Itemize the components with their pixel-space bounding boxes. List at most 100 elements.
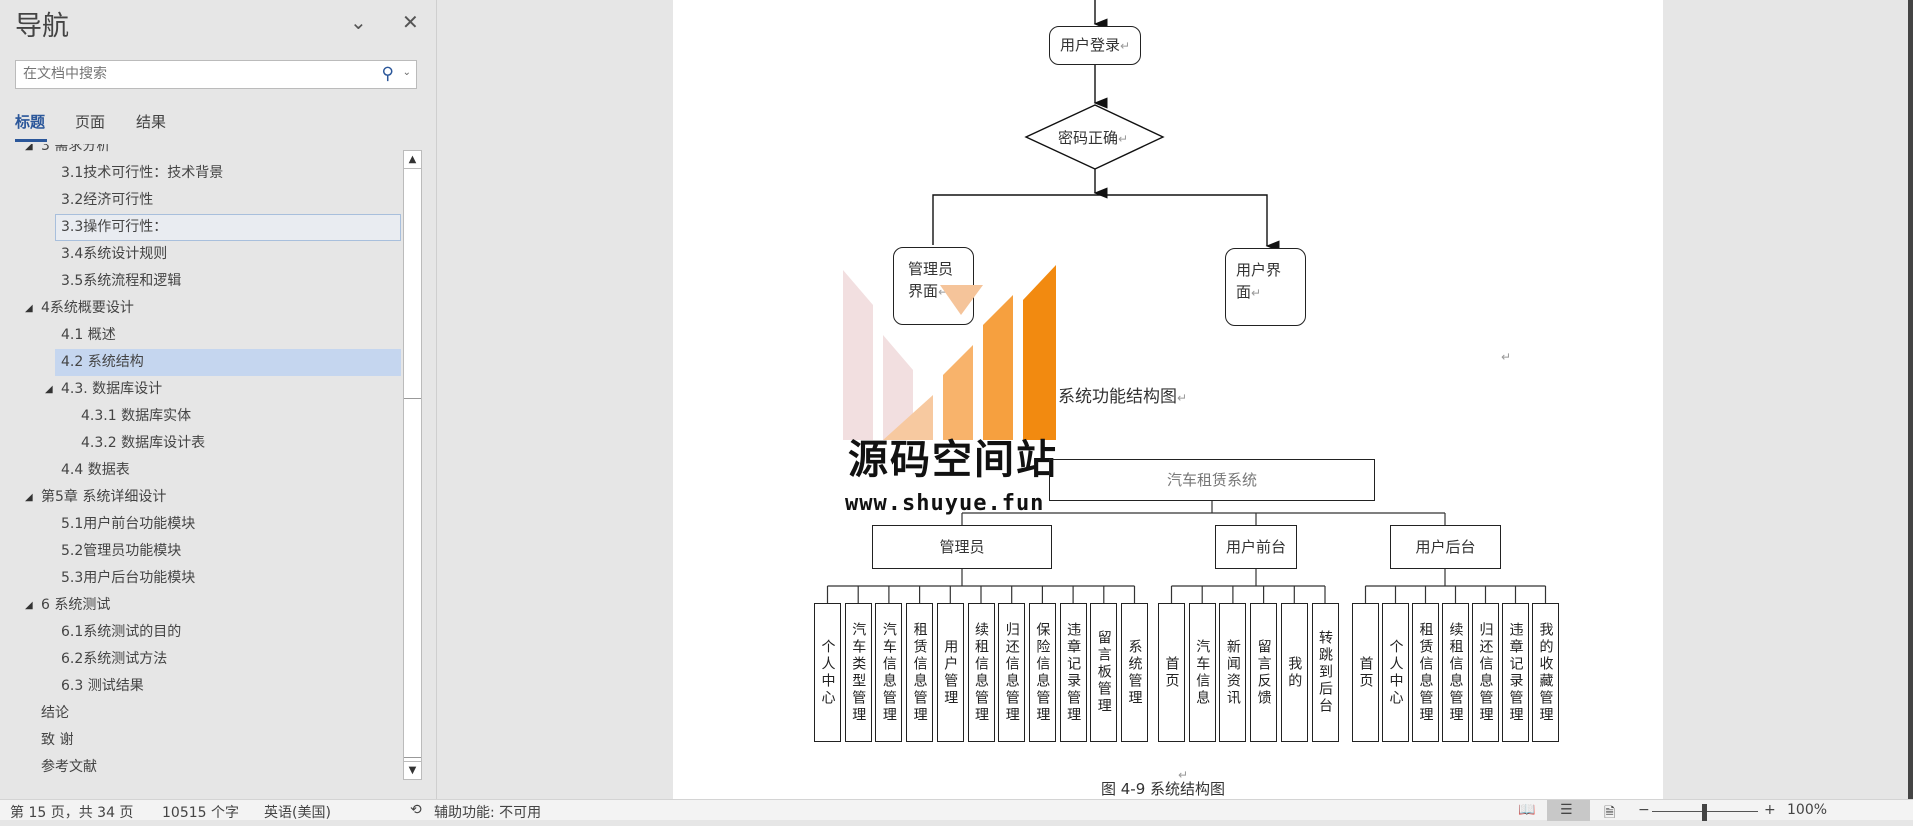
structure-leaf-label: 违章记录管理 [1065, 621, 1082, 724]
print-layout-icon[interactable]: ☰ [1560, 802, 1573, 818]
nav-heading-item[interactable]: ◢ 4系统概要设计 [25, 295, 134, 322]
scroll-down-icon[interactable]: ▼ [404, 761, 421, 779]
nav-heading-item[interactable]: ◢ 4.3. 数据库设计 [45, 376, 163, 403]
nav-heading-label: 4系统概要设计 [41, 300, 134, 316]
structure-root-box: 汽车租赁系统 [1049, 459, 1375, 501]
structure-leaf-label: 用户管理 [942, 638, 959, 707]
nav-heading-label: 5.1用户前台功能模块 [61, 516, 196, 532]
nav-heading-item[interactable]: 6.3 测试结果 [61, 673, 144, 700]
collapse-triangle-icon[interactable]: ◢ [25, 144, 33, 152]
flow-admin-label: 管理员界面 [908, 260, 954, 300]
navigation-pane: 导航 ⌄ ✕ ⚲ ⌄ 标题 页面 结果 ◢3 需求分析3.1技术可行性：技术背景… [0, 0, 437, 799]
nav-heading-label: 3.3操作可行性： [61, 219, 168, 235]
nav-heading-item[interactable]: ◢6 系统测试 [25, 592, 110, 619]
chevron-down-icon[interactable]: ⌄ [350, 10, 367, 34]
structure-leaf-label: 转跳到后台 [1317, 630, 1333, 715]
structure-leaf-label: 个人中心 [1387, 638, 1404, 707]
structure-leaf-label: 新闻资讯 [1224, 638, 1241, 707]
structure-leaf-box: 留言板管理 [1090, 603, 1118, 742]
structure-leaf-box: 个人中心 [1382, 603, 1409, 742]
tab-results[interactable]: 结果 [136, 113, 167, 131]
zoom-level[interactable]: 100% [1787, 802, 1828, 818]
structure-leaf-box: 留言反馈 [1250, 603, 1278, 742]
nav-heading-label: 参考文献 [41, 759, 97, 775]
language[interactable]: 英语(美国) [264, 805, 331, 821]
document-page: 用户登录↵ 密码正确↵ 管理员界面↵ 用户界面↵ ↵ 系统功能结构图↵ 源码空间… [673, 0, 1663, 799]
nav-heading-item[interactable]: 参考文献 [41, 754, 97, 781]
tab-headings[interactable]: 标题 [15, 113, 46, 131]
collapse-triangle-icon[interactable]: ◢ [25, 492, 33, 503]
structure-leaf-label: 留言板管理 [1095, 630, 1112, 715]
search-input[interactable] [23, 66, 373, 82]
structure-leaf-label: 首页 [1357, 655, 1374, 690]
structure-leaf-box: 首页 [1158, 603, 1185, 742]
nav-heading-item[interactable]: 4.1 概述 [61, 322, 116, 349]
collapse-triangle-icon[interactable]: ◢ [25, 303, 33, 314]
nav-scrollbar[interactable]: ▲ ▼ [403, 150, 422, 780]
zoom-slider-thumb[interactable] [1702, 804, 1707, 821]
document-scrollbar[interactable] [1908, 0, 1913, 799]
close-icon[interactable]: ✕ [402, 10, 419, 34]
nav-title: 导航 [15, 11, 69, 42]
tab-pages[interactable]: 页面 [75, 113, 106, 131]
nav-heading-item[interactable]: 4.4 数据表 [61, 457, 130, 484]
search-box[interactable]: ⚲ ⌄ [15, 60, 417, 89]
nav-heading-label: 5.2管理员功能模块 [61, 543, 182, 559]
structure-leaf-box: 租赁信息管理 [1412, 603, 1439, 742]
nav-heading-item[interactable]: 4.3.2 数据库设计表 [81, 430, 205, 457]
structure-leaf-label: 我的 [1286, 655, 1303, 690]
print-layout-button[interactable] [1547, 800, 1590, 821]
flow-user-label: 用户界面 [1236, 261, 1282, 301]
nav-heading-item[interactable]: ◢第5章 系统详细设计 [25, 484, 166, 511]
collapse-triangle-icon[interactable]: ◢ [25, 600, 33, 611]
structure-leaf-box: 汽车信息管理 [875, 603, 903, 742]
nav-heading-label: 4.3.1 数据库实体 [81, 408, 192, 424]
nav-heading-item[interactable]: 5.3用户后台功能模块 [61, 565, 195, 592]
nav-heading-item[interactable]: 4.3.1 数据库实体 [81, 403, 191, 430]
nav-heading-item[interactable]: 3.4系统设计规则 [61, 241, 167, 268]
nav-heading-item[interactable]: 6.1系统测试的目的 [61, 619, 181, 646]
nav-heading-item[interactable]: 5.2管理员功能模块 [61, 538, 181, 565]
group-label: 用户后台 [1415, 538, 1476, 556]
flow-check-label: 密码正确↵ [1058, 129, 1129, 147]
nav-heading-item[interactable]: 结论 [41, 700, 69, 727]
group-front-box: 用户前台 [1215, 525, 1297, 569]
nav-heading-item[interactable]: 5.1用户前台功能模块 [61, 511, 195, 538]
structure-leaf-box: 违章记录管理 [1502, 603, 1529, 742]
nav-heading-label: 5.3用户后台功能模块 [61, 570, 196, 586]
group-label: 管理员 [939, 538, 985, 556]
structure-leaf-label: 个人中心 [819, 638, 836, 707]
structure-leaf-box: 续租信息管理 [967, 603, 995, 742]
structure-leaf-label: 续租信息管理 [973, 621, 989, 724]
nav-heading-item[interactable]: 3.3操作可行性： [61, 214, 167, 241]
accessibility-icon: ⟲ [410, 802, 422, 818]
nav-heading-item[interactable]: ◢3 需求分析 [25, 144, 110, 160]
web-layout-icon[interactable]: 🗎 [1604, 805, 1616, 821]
flow-login-box: 用户登录↵ [1049, 26, 1141, 65]
nav-heading-item[interactable]: 6.2系统测试方法 [61, 646, 167, 673]
nav-heading-item[interactable]: 4.2 系统结构 [61, 349, 144, 376]
accessibility-status[interactable]: 辅助功能: 不可用 [434, 805, 542, 821]
flow-login-label: 用户登录 [1059, 36, 1120, 54]
nav-heading-item[interactable]: 3.2经济可行性 [61, 187, 153, 214]
read-mode-icon[interactable]: 📖 [1518, 802, 1536, 818]
watermark-url: www.shuyue.fun [845, 491, 1045, 516]
nav-heading-item[interactable]: 3.5系统流程和逻辑 [61, 268, 181, 295]
status-bar: 第 15 页，共 34 页 10515 个字 英语(美国) ⟲ 辅助功能: 不可… [0, 799, 1913, 821]
nav-heading-item[interactable]: 致 谢 [41, 727, 73, 754]
nav-heading-label: 4.3. 数据库设计 [61, 381, 163, 397]
word-count[interactable]: 10515 个字 [162, 805, 239, 821]
scroll-thumb[interactable] [404, 398, 421, 758]
structure-leaf-box: 租赁信息管理 [906, 603, 934, 742]
page-count[interactable]: 第 15 页，共 34 页 [10, 805, 134, 821]
scroll-up-icon[interactable]: ▲ [404, 151, 421, 169]
nav-heading-item[interactable]: 3.1技术可行性：技术背景 [61, 160, 223, 187]
nav-heading-label: 6.3 测试结果 [61, 678, 144, 694]
chevron-down-icon[interactable]: ⌄ [402, 67, 411, 78]
collapse-triangle-icon[interactable]: ◢ [45, 384, 53, 395]
search-icon[interactable]: ⚲ [381, 64, 394, 84]
zoom-out-button[interactable]: − [1638, 802, 1650, 818]
nav-heading-label: 6.2系统测试方法 [61, 651, 168, 667]
zoom-in-button[interactable]: + [1764, 802, 1776, 818]
nav-heading-label: 4.1 概述 [61, 327, 116, 343]
